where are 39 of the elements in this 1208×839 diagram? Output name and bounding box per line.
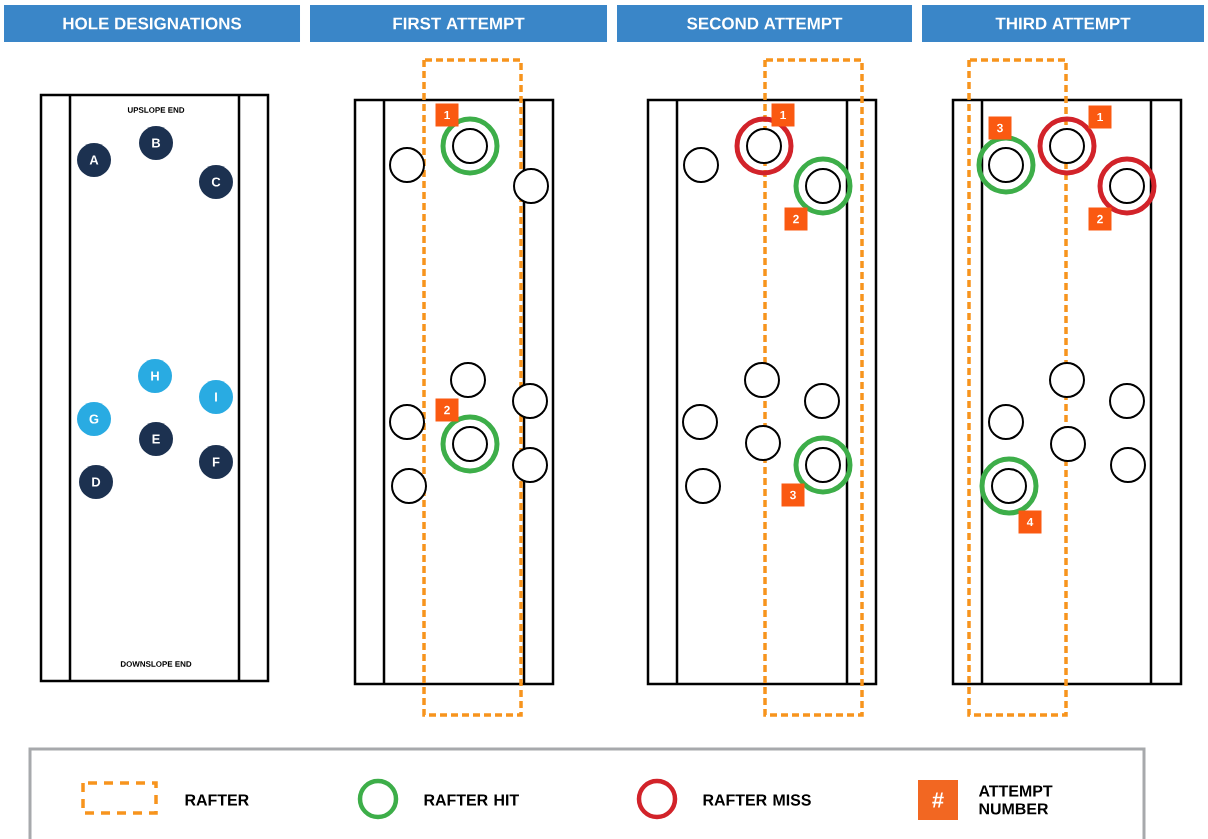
attempt-number: 3 — [988, 116, 1012, 140]
attempt-number: 2 — [435, 398, 459, 422]
rail-outline — [39, 93, 270, 683]
hole-circle — [1049, 362, 1085, 398]
hole-circle — [1050, 426, 1086, 462]
attempt-number: 1 — [771, 103, 795, 127]
rail-outline — [353, 98, 555, 686]
header-band: FIRST ATTEMPT — [310, 5, 607, 42]
hole-circle — [744, 362, 780, 398]
hole-circle — [804, 383, 840, 419]
attempt-number: 1 — [1088, 105, 1112, 129]
hole-circle — [450, 362, 486, 398]
hole-circle — [1110, 447, 1146, 483]
header-band: THIRD ATTEMPT — [922, 5, 1204, 42]
hole-circle — [389, 147, 425, 183]
rail-outline — [646, 98, 878, 686]
header-band: SECOND ATTEMPT — [617, 5, 912, 42]
hole-circle — [389, 404, 425, 440]
hole-circle — [512, 383, 548, 419]
attempt-number: 2 — [784, 207, 808, 231]
legend-label: ATTEMPT NUMBER — [978, 785, 1053, 815]
attempt-number: 2 — [1088, 207, 1112, 231]
hole-circle — [685, 468, 721, 504]
attempt-number: 4 — [1018, 510, 1042, 534]
header-band: HOLE DESIGNATIONS — [4, 5, 300, 42]
hole-circle — [1109, 383, 1145, 419]
hole-circle — [391, 468, 427, 504]
rail-outline — [951, 98, 1183, 686]
legend-label: RAFTER HIT — [424, 794, 519, 806]
hole-circle — [513, 168, 549, 204]
legend-label: RAFTER — [185, 794, 249, 806]
attempt-number: 3 — [781, 483, 805, 507]
legend-label: RAFTER MISS — [703, 794, 811, 806]
hole-circle — [682, 404, 718, 440]
hole-circle — [512, 447, 548, 483]
hole-circle — [988, 404, 1024, 440]
hole-circle — [745, 425, 781, 461]
attempt-number: 1 — [435, 103, 459, 127]
hole-circle — [683, 147, 719, 183]
